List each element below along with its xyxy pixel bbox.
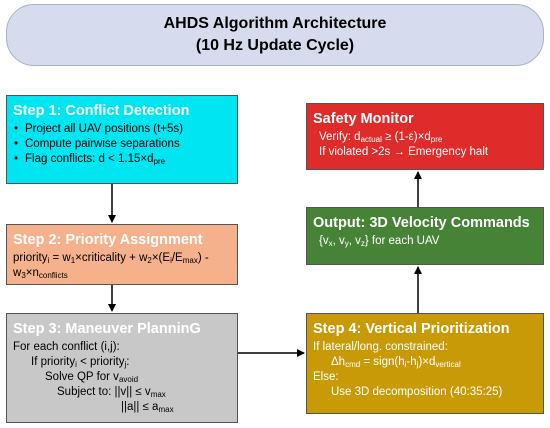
code-sub: cmd — [345, 360, 361, 369]
code-sub: avoid — [118, 375, 139, 384]
code-sub: actual — [360, 135, 382, 144]
output-line-1: {vx, vy, vz} for each UAV — [313, 234, 537, 249]
safety-monitor-box: Safety Monitor Verify: dactual ≥ (1-ε)×d… — [306, 103, 544, 170]
code-part: {v — [319, 235, 329, 247]
code-sub: max — [158, 405, 174, 414]
step4-line-1: If lateral/long. constrained: — [313, 341, 448, 353]
formula-part: ×criticality + w — [75, 252, 148, 264]
formula-part: = w — [49, 252, 71, 264]
step2-formula: priorityi = w1×criticality + w2×(Ei/Emax… — [13, 251, 231, 281]
step3-line-5: ||a|| ≤ amax — [13, 400, 231, 415]
step1-bullet-3: Flag conflicts: d < 1.15×dpre — [13, 152, 231, 167]
step1-bullet-1: Project all UAV positions (t+5s) — [13, 122, 231, 137]
formula-sub: max — [182, 256, 198, 265]
safety-line-1: Verify: dactual ≥ (1-ε)×dpre — [313, 130, 537, 145]
code-part: Δh — [331, 356, 346, 368]
step3-line-2: If priorityi < priorityj: — [13, 355, 231, 370]
formula-sub: conflicts — [38, 271, 68, 280]
safety-header: Safety Monitor — [313, 111, 414, 127]
code-sub: j — [416, 360, 419, 369]
formula-part: priority — [13, 252, 48, 264]
output-header: Output: 3D Velocity Commands — [313, 215, 530, 231]
code-part: Subject to: ||v|| ≤ v — [57, 386, 151, 398]
step2-formula-line-2: w3×nconflicts — [13, 266, 231, 281]
step3-pseudocode: For each conflict (i,j): If priorityi < … — [13, 340, 231, 415]
step3-line-4: Subject to: ||v|| ≤ vmax — [13, 385, 231, 400]
title-line-2: (10 Hz Update Cycle) — [195, 37, 355, 54]
code-part: -h — [406, 356, 417, 368]
safety-description: Verify: dactual ≥ (1-ε)×dpre If violated… — [313, 130, 537, 160]
step3-header: Step 3: Maneuver PlanninG — [13, 321, 201, 337]
title-banner: AHDS Algorithm Architecture (10 Hz Updat… — [6, 4, 544, 66]
step2-header: Step 2: Priority Assignment — [13, 232, 203, 248]
code-part: ≥ (1-ε)×d — [381, 131, 431, 143]
step1-bullet-3-sub: pre — [153, 157, 166, 166]
output-velocity-commands-box: Output: 3D Velocity Commands {vx, vy, vz… — [306, 207, 544, 265]
step1-bullet-2: Compute pairwise separations — [13, 137, 231, 152]
step1-header: Step 1: Conflict Detection — [13, 103, 190, 119]
output-description: {vx, vy, vz} for each UAV — [313, 234, 537, 249]
code-part: } for each UAV — [364, 235, 440, 247]
step4-line-4: Use 3D decomposition (40:35:25) — [331, 386, 503, 398]
step1-bullet-list: Project all UAV positions (t+5s) Compute… — [13, 122, 231, 167]
code-sub: j — [124, 360, 127, 369]
safety-line-2: If violated >2s → Emergency halt — [319, 146, 489, 158]
code-sub: x — [328, 239, 333, 248]
code-part: < priority — [76, 356, 125, 368]
code-part: , v — [332, 235, 345, 247]
formula-part: ×(E — [151, 252, 171, 264]
step3-line-3: Solve QP for vavoid — [13, 370, 231, 385]
step3-maneuver-planning-box: Step 3: Maneuver PlanninG For each confl… — [6, 313, 238, 423]
step1-conflict-detection-box: Step 1: Conflict Detection Project all U… — [6, 95, 238, 184]
code-part: : — [126, 356, 130, 368]
step4-vertical-prioritization-box: Step 4: Vertical Prioritization If later… — [306, 313, 544, 414]
formula-part: ×n — [25, 267, 39, 279]
code-part: Verify: d — [319, 131, 361, 143]
code-sub: i — [75, 360, 77, 369]
code-part: = sign(h — [360, 356, 405, 368]
code-part: Solve QP for v — [45, 371, 119, 383]
code-sub: pre — [430, 135, 443, 144]
step4-line-2: Δhcmd = sign(hi-hj)×dvertical — [313, 355, 537, 370]
code-part: )×d — [418, 356, 436, 368]
step4-pseudocode: If lateral/long. constrained: Δhcmd = si… — [313, 340, 537, 400]
code-part: ||a|| ≤ a — [121, 401, 159, 413]
step4-line-3: Else: — [313, 371, 339, 383]
code-sub: max — [150, 390, 166, 399]
step1-bullet-3-text: Flag conflicts: d < 1.15×d — [25, 153, 154, 165]
title-line-1: AHDS Algorithm Architecture — [163, 15, 387, 32]
step4-header: Step 4: Vertical Prioritization — [313, 321, 510, 337]
formula-part: ) - — [197, 252, 209, 264]
code-sub: vertical — [435, 360, 461, 369]
formula-sub: i — [47, 256, 50, 265]
step2-priority-assignment-box: Step 2: Priority Assignment priorityi = … — [6, 224, 238, 285]
step2-formula-line-1: priorityi = w1×criticality + w2×(Ei/Emax… — [13, 251, 231, 266]
formula-part: w — [13, 267, 22, 279]
formula-sub: 3 — [21, 271, 26, 280]
code-sub: i — [404, 360, 407, 369]
formula-sub: i — [170, 256, 172, 265]
formula-sub: 2 — [147, 256, 152, 265]
code-part: If priority — [31, 356, 76, 368]
code-part: , v — [348, 235, 361, 247]
step3-line-1: For each conflict (i,j): — [13, 341, 120, 353]
code-sub: z — [360, 239, 365, 248]
code-sub: y — [344, 239, 349, 248]
formula-sub: 1 — [70, 256, 76, 265]
formula-part: /E — [171, 252, 183, 264]
